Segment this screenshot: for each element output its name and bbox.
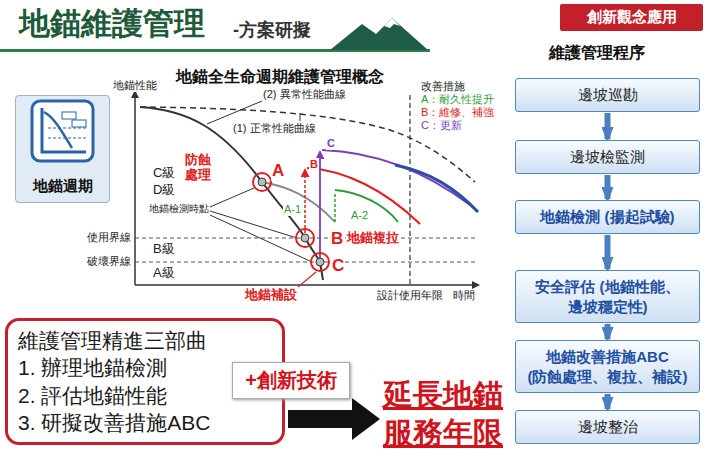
cycle-icon bbox=[32, 101, 93, 161]
limit-label: 破壞界線 bbox=[86, 255, 132, 268]
page-title: 地錨維護管理 bbox=[18, 6, 206, 42]
flow-arrow bbox=[605, 235, 611, 269]
node-text: +創新技術 bbox=[245, 367, 337, 394]
chart-title: 地錨全生命週期維護管理概念 bbox=[175, 68, 385, 86]
a1-curve bbox=[262, 182, 335, 222]
flow-arrow bbox=[605, 394, 611, 409]
grade-label: C級 bbox=[152, 166, 176, 181]
chart-axes bbox=[135, 92, 478, 285]
grade-label: A級 bbox=[152, 266, 176, 281]
icon-box: 地錨週期 bbox=[15, 95, 110, 203]
node-text: 維護管理精進三部曲 bbox=[18, 327, 207, 354]
process-box: 邊坡巡勘 bbox=[515, 78, 700, 112]
curve-letter: B bbox=[309, 158, 319, 171]
node-text: 邊坡巡勘 bbox=[578, 85, 638, 105]
callout-letter: A bbox=[271, 161, 285, 181]
curve-label: A-2 bbox=[350, 209, 369, 222]
renewal-curve bbox=[395, 165, 478, 212]
legend-item: A：耐久性提升 bbox=[420, 93, 495, 106]
legend-item: C：更新 bbox=[420, 119, 463, 132]
result-text: 延長地錨 服務年限 bbox=[382, 376, 516, 453]
callout-label: 地錨複拉 bbox=[346, 231, 400, 246]
leader-line bbox=[298, 272, 316, 287]
node-text: 創新觀念應用 bbox=[587, 8, 677, 27]
callout-letter: B bbox=[330, 229, 344, 249]
limit-label: 使用界線 bbox=[86, 231, 132, 244]
flow-arrow bbox=[605, 324, 611, 339]
grade-label: B級 bbox=[152, 242, 176, 257]
node-text: 地錨週期 bbox=[33, 177, 93, 196]
column-heading: 維護管理程序 bbox=[548, 44, 646, 62]
curve-label: (1) 正常性能曲線 bbox=[232, 122, 317, 135]
flow-arrow bbox=[605, 175, 611, 199]
mountain-icon bbox=[330, 18, 428, 50]
flow-arrow bbox=[605, 113, 611, 139]
note-label: 地錨檢測時點 bbox=[148, 203, 210, 215]
process-box: 邊坡整治 bbox=[515, 410, 700, 444]
callout-letter: C bbox=[331, 256, 345, 276]
axis-label: 時間 bbox=[452, 289, 476, 302]
process-box: 邊坡檢監測 bbox=[515, 140, 700, 174]
legend-item: B：維修、補強 bbox=[420, 106, 495, 119]
abnormal-curve bbox=[140, 107, 323, 280]
curve-letter: C bbox=[326, 137, 336, 150]
big-arrow bbox=[288, 398, 380, 440]
node-text: 地錨檢測 (揚起試驗) bbox=[540, 207, 674, 227]
a2-curve bbox=[335, 190, 398, 222]
process-box: 地錨改善措施ABC (防蝕處理、複拉、補設) bbox=[515, 340, 700, 393]
tag-box: 創新觀念應用 bbox=[560, 4, 703, 31]
subtitle: -方案研擬 bbox=[232, 20, 312, 41]
axis-label: 地錨性能 bbox=[112, 79, 158, 92]
curve-label: A-1 bbox=[283, 203, 302, 216]
node-text: 邊坡整治 bbox=[578, 417, 638, 437]
node-text: 2. 評估地錨性能 bbox=[18, 382, 167, 409]
a-jump bbox=[334, 192, 336, 222]
axis-label: 設計使用年限 bbox=[376, 289, 444, 302]
curve-label: (2) 異常性能曲線 bbox=[262, 88, 347, 101]
node-text: 安全評估 (地錨性能、邊坡穩定性) bbox=[522, 277, 693, 316]
callout-label: 防蝕處理 bbox=[184, 153, 214, 183]
check-points bbox=[253, 173, 329, 271]
node-text: 地錨改善措施ABC (防蝕處理、複拉、補設) bbox=[522, 347, 693, 386]
process-box: 地錨檢測 (揚起試驗) bbox=[515, 200, 700, 234]
c-jump bbox=[319, 152, 321, 262]
c-curve bbox=[322, 150, 470, 205]
node-text: 邊坡檢監測 bbox=[570, 147, 645, 167]
b-curve bbox=[307, 168, 420, 224]
callout-label: 地錨補設 bbox=[244, 288, 298, 303]
innovation-box: +創新技術 bbox=[232, 362, 350, 399]
b-jump bbox=[304, 170, 306, 238]
process-box: 安全評估 (地錨性能、邊坡穩定性) bbox=[515, 270, 700, 323]
grade-label: D級 bbox=[152, 183, 176, 198]
node-text: 1. 辦理地錨檢測 bbox=[18, 354, 167, 381]
legend-heading: 改善措施 bbox=[420, 80, 466, 93]
icon-box-ground bbox=[15, 95, 110, 203]
node-text: 3. 研擬改善措施ABC bbox=[18, 409, 211, 436]
